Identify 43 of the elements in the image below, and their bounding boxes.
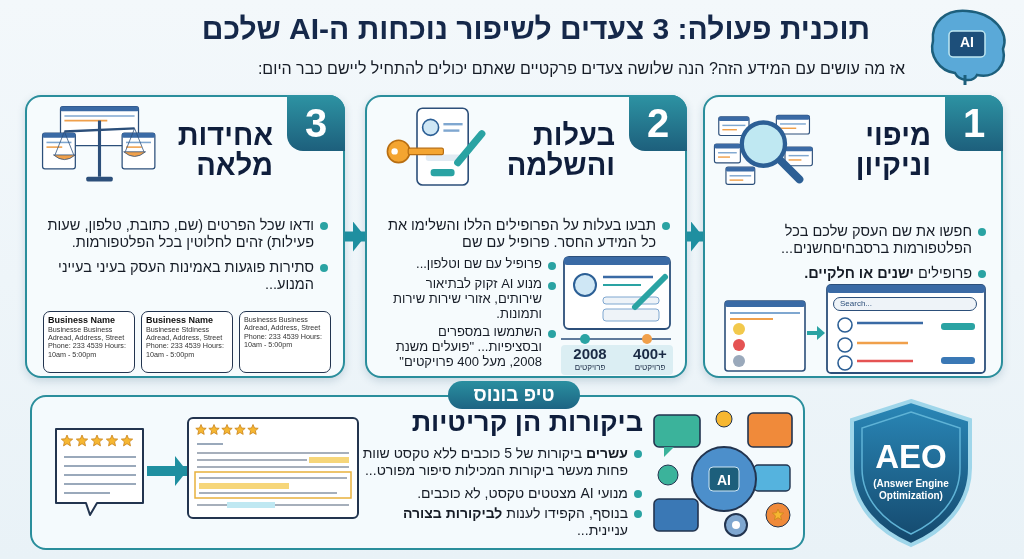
page-title: תוכנית פעולה: 3 צעדים לשיפור נוכחות ה-AI שלכם [200, 12, 870, 46]
search-field: Search... [833, 297, 977, 311]
bullet-point: פרופילים ישנים או חלקיים. [719, 265, 987, 283]
bullet-point: עשרים ביקורות של 5 כוכבים ללא טקסט שוות פחות מעשר ביקורות המכילות סיפור מפורט... [358, 445, 643, 479]
tip-pill: טיפ בונוס [448, 381, 580, 409]
chevron-arrow [345, 221, 365, 252]
review-document-picture [187, 417, 359, 519]
business-card [239, 311, 331, 373]
stat-value: 2008 [572, 345, 608, 362]
bullet-point: סתירות פוגעות באמינות העסק בעיני בעייני המנוע... [37, 259, 329, 294]
subtitle: אז מה עושים עם המידע הזה? הנה שלושה צעדים פרקטיים שאתם יכולים להתחיל ליישם כבר היום: [256, 60, 905, 78]
shield-title: AEO [874, 438, 948, 476]
card-heading: מיפוי וניקיון [854, 121, 931, 181]
chevron-arrow [147, 456, 187, 486]
step-card [703, 95, 1003, 378]
section-heading: ביקורות הן קריטיות [410, 407, 643, 438]
bullet-point: פרופיל עם שם וטלפון... [375, 257, 557, 272]
business-name: Business Name [48, 316, 117, 326]
bullet-point: מנועי AI מצטטים טקסט, לא כוכבים. [358, 485, 643, 502]
stat-caption: פרויקטים [573, 363, 607, 372]
review-bubble-picture [52, 425, 147, 517]
card-heading: בעלות והשלמה [505, 121, 615, 181]
chevron-arrow [687, 221, 703, 252]
step-card [25, 95, 345, 378]
stat-caption: פרויקטים [633, 363, 667, 372]
business-card [43, 311, 135, 373]
business-card [141, 311, 233, 373]
stat-value: 400+ [632, 345, 668, 362]
business-name: Business Name [146, 316, 215, 326]
bullet-point: השתמשו במספרים ובסציפיות... "פועלים משנת 2008, מעל 400 פרויקטים" [375, 325, 557, 370]
bullet-point: בנוסף, הקפידו לענות לביקורות בצורה עניינית... [358, 505, 643, 539]
bullet-point: ודאו שכל הפרטים (שם, כתובת, טלפון, שעות פעילות) זהים לחלוטין בכל הפלטפורמות. [37, 217, 329, 252]
shield-subtitle: (Answer Engine Optimization) [872, 478, 950, 501]
icon-label: AI [959, 34, 975, 50]
bullet-point: חפשו את שם העסק שלכם בכל הפלטפורמות ברסבחיםחשנים... [719, 223, 987, 258]
card-heading: אחידות מלאה [176, 121, 273, 181]
bullet-point: תבעו בעלות על הפרופילים הללו והשלימו את כל המידע החסר. פרופיל עם שם [377, 217, 671, 252]
icon-label: AI [716, 472, 732, 488]
step-card [365, 95, 687, 378]
bullet-point: מנוע AI זקוק לבתיאור שירותים, אזורי שירות שירות ותמונות. [375, 277, 557, 322]
step-number: 1 [945, 95, 1003, 151]
step-number: 2 [629, 95, 687, 151]
step-number: 3 [287, 95, 345, 151]
